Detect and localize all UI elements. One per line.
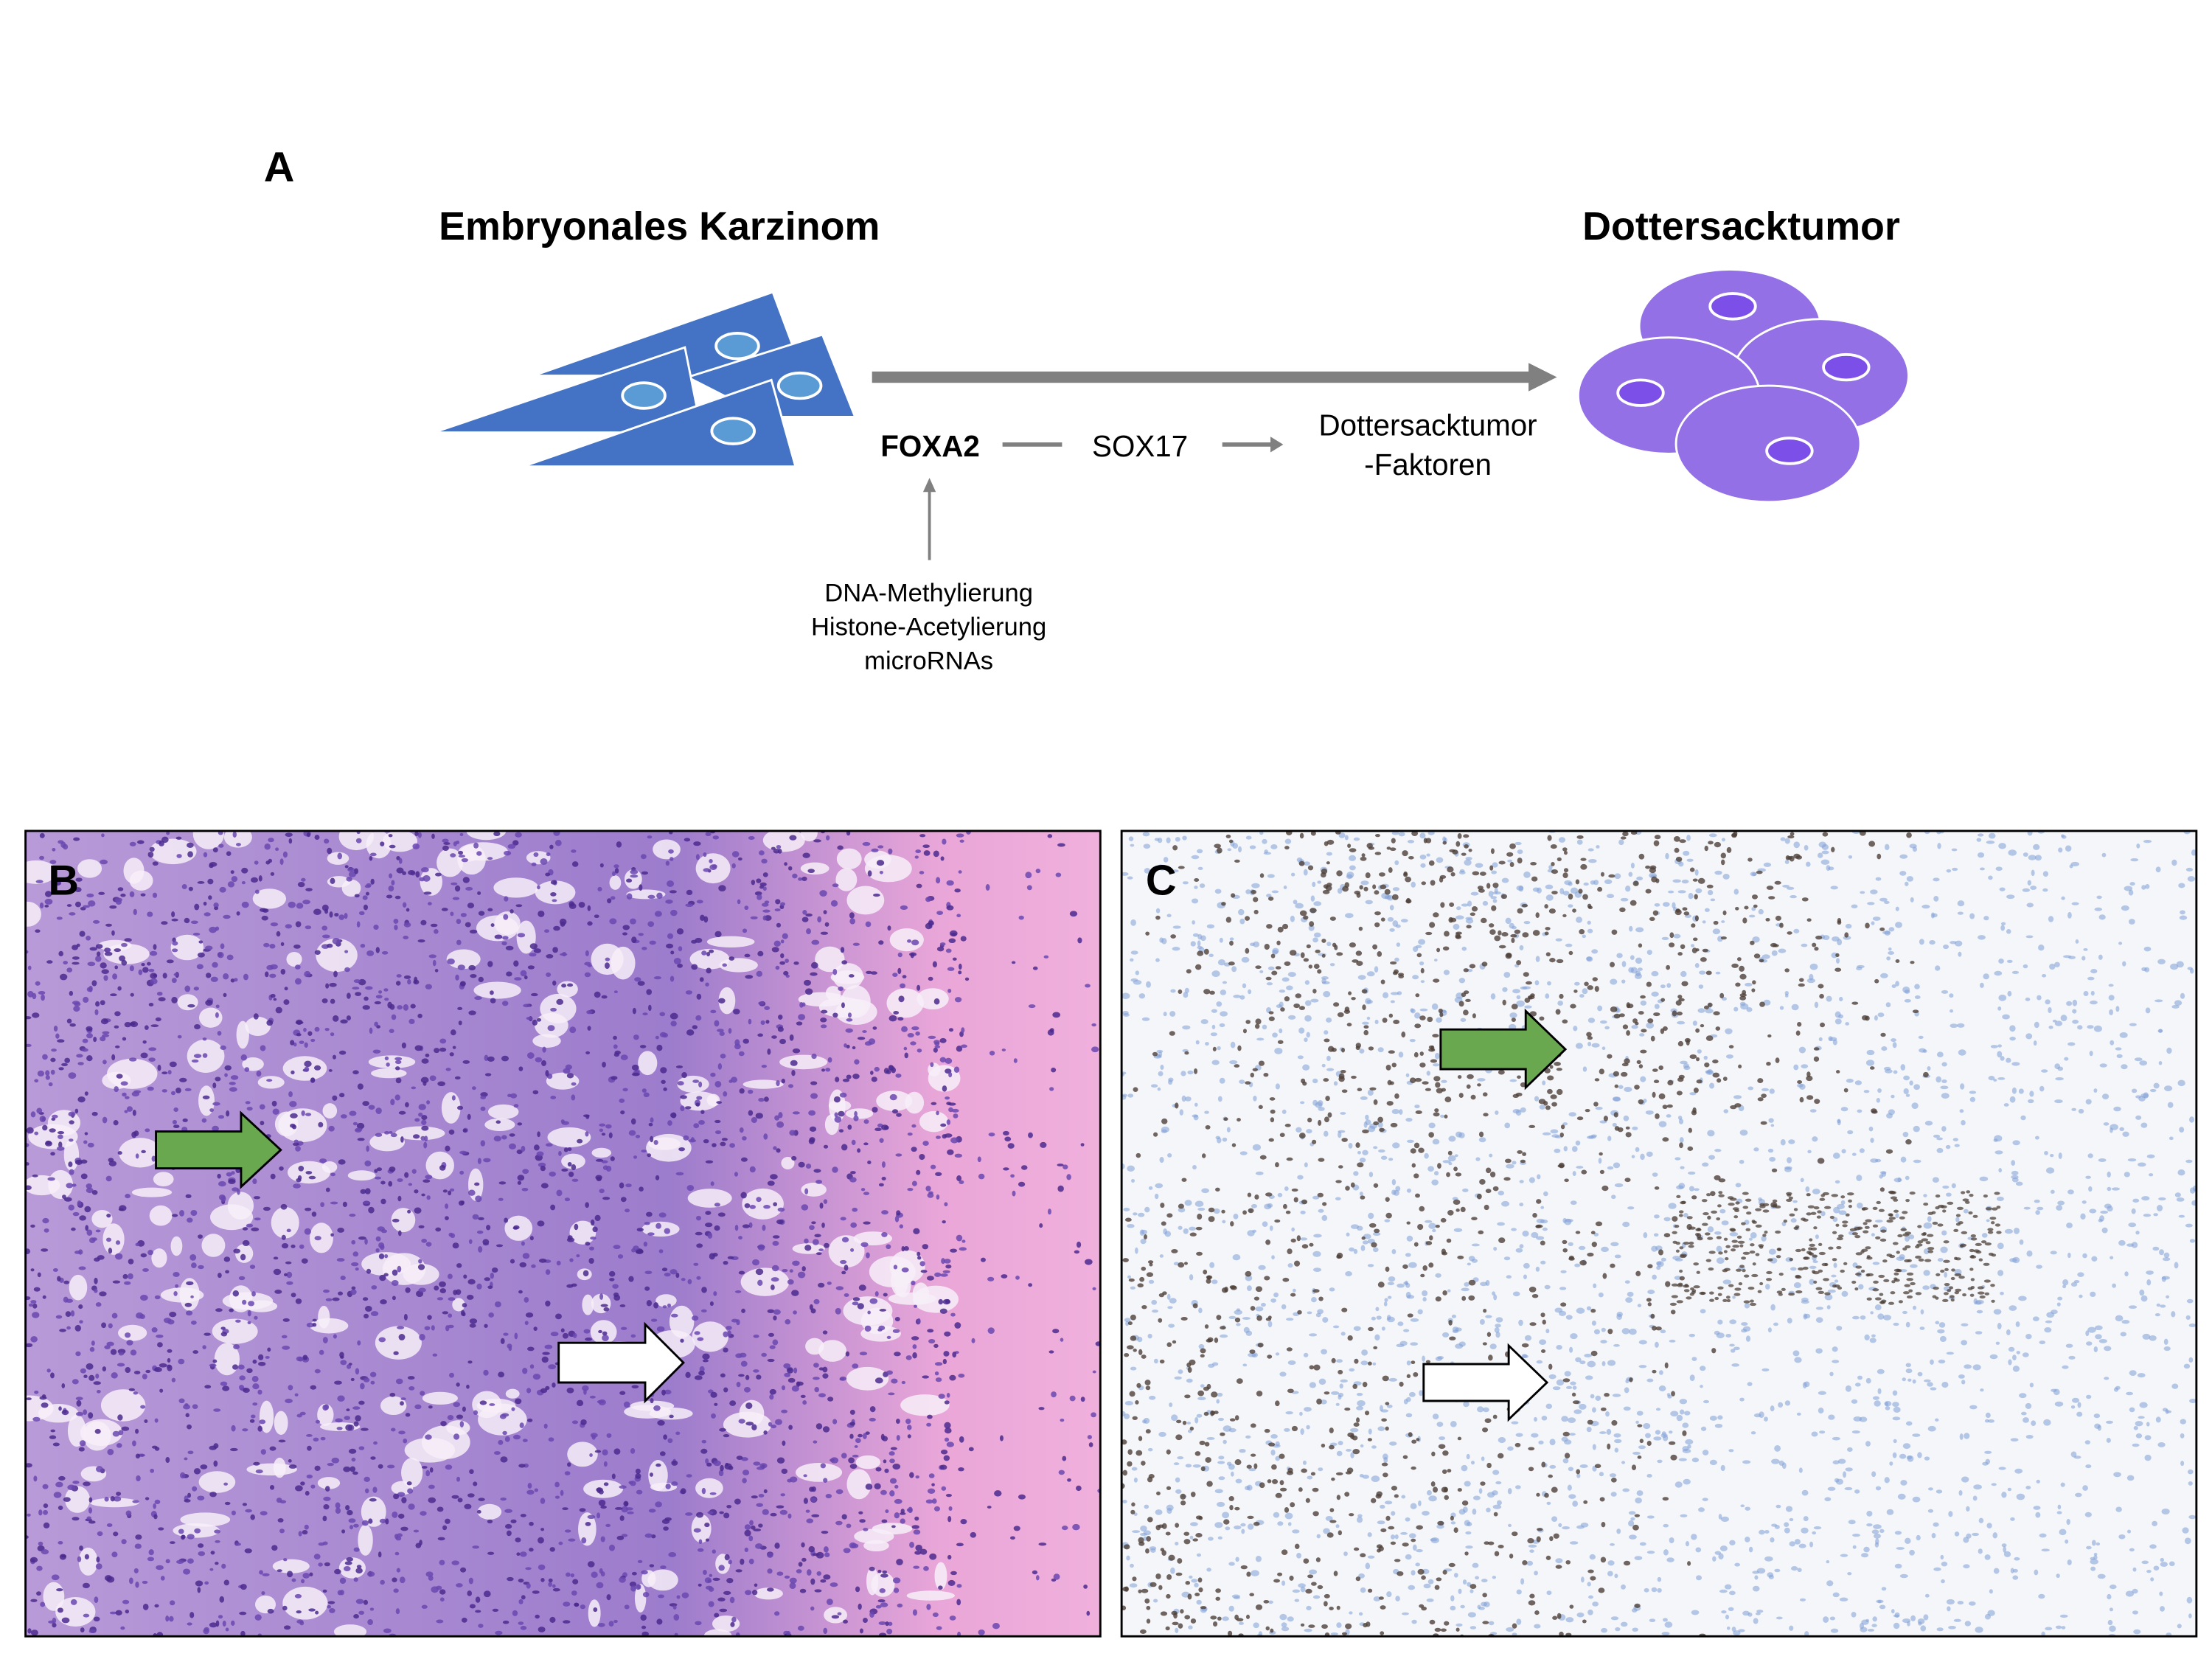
yolk-sac-factors-line2: -Faktoren	[1364, 448, 1492, 481]
green-arrow-icon	[155, 1110, 282, 1189]
sox17-arrow	[1222, 437, 1284, 453]
regulator-histone-acetylation: Histone-Acetylierung	[811, 613, 1046, 641]
regulator-micrornas: microRNAs	[864, 647, 993, 675]
regulator-dna-methylation: DNA-Methylierung	[824, 579, 1033, 607]
panel-b-he-histology-image	[24, 830, 1102, 1638]
panel-c-label: C	[1146, 857, 1177, 904]
regulation-arrow	[922, 478, 936, 560]
yolk-sac-tumor-cells-icon	[1576, 268, 1910, 504]
main-transition-arrow	[872, 363, 1557, 392]
panel-c-ihc-histology-image	[1120, 830, 2198, 1638]
foxa2-label: FOXA2	[880, 429, 980, 463]
embryonal-carcinoma-title: Embryonales Karzinom	[439, 204, 880, 248]
yolk-sac-factors-line1: Dottersacktumor	[1318, 408, 1537, 442]
yolk-sac-tumor-title: Dottersacktumor	[1582, 204, 1900, 248]
white-arrow-icon	[557, 1321, 685, 1404]
foxa2-sox17-link	[1002, 442, 1062, 447]
panel-a-label: A	[264, 144, 295, 191]
panel-b-label: B	[48, 857, 79, 904]
green-arrow-icon	[1439, 1008, 1568, 1091]
embryonal-carcinoma-cells-icon	[433, 291, 857, 468]
sox17-label: SOX17	[1092, 429, 1188, 463]
white-arrow-icon	[1422, 1343, 1549, 1422]
